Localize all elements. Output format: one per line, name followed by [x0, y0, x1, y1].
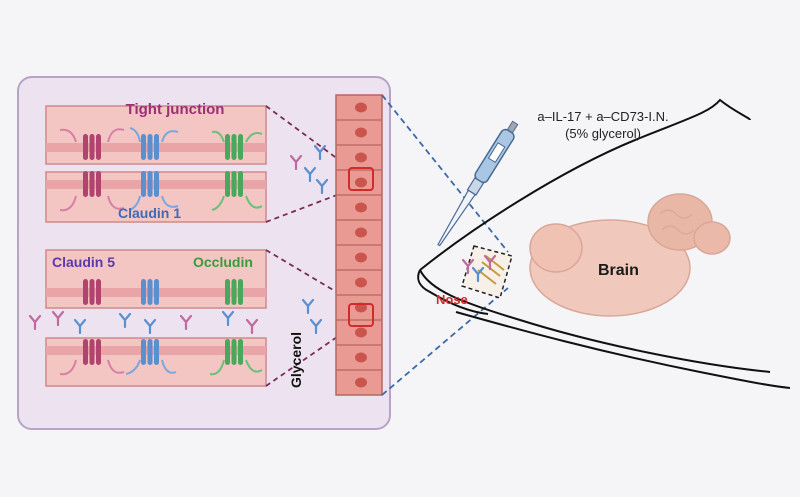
- cell-nucleus: [355, 127, 367, 138]
- highlight-box-bottom: [348, 303, 374, 327]
- cell-nucleus: [355, 152, 367, 163]
- cell-nucleus: [355, 227, 367, 238]
- claudin1-protein-top: [129, 127, 179, 211]
- claudin5-protein-top: [59, 128, 125, 212]
- pipette-icon: [437, 120, 519, 247]
- occludin-protein-bottom: [209, 279, 263, 376]
- claudin5-protein-bottom: [59, 279, 125, 376]
- claudin1-protein-bottom: [125, 279, 177, 375]
- cell-nucleus: [355, 377, 367, 388]
- label-drug-line1: a–IL-17 + a–CD73-I.N.: [537, 109, 669, 124]
- epithelial-cell-column-icon: [335, 94, 383, 396]
- label-tight-junction: Tight junction: [125, 101, 225, 118]
- cell-nucleus: [355, 277, 367, 288]
- cell-nucleus: [355, 102, 367, 113]
- label-glycerol: Glycerol: [288, 331, 305, 389]
- brain-icon: [529, 193, 731, 317]
- tight-junction-panel: [17, 76, 391, 430]
- label-nose: Nose: [436, 292, 468, 307]
- cell-nucleus: [355, 252, 367, 263]
- cell-nucleus: [355, 177, 367, 188]
- label-claudin-5: Claudin 5: [52, 254, 116, 270]
- cell-nucleus: [355, 202, 367, 213]
- cell-nucleus: [355, 352, 367, 363]
- label-brain: Brain: [598, 262, 639, 279]
- dashed-connector-blue: [381, 94, 509, 396]
- occludin-protein-top: [211, 130, 263, 211]
- mouse-head-outline-icon: [417, 98, 791, 389]
- cell-nucleus: [355, 327, 367, 338]
- label-claudin-1: Claudin 1: [118, 205, 182, 221]
- nasal-cavity: [461, 245, 513, 299]
- label-drug-line2: (5% glycerol): [565, 126, 641, 141]
- label-occludin: Occludin: [193, 254, 253, 270]
- label-drug: a–IL-17 + a–CD73-I.N. (5% glycerol): [508, 108, 698, 142]
- highlight-box-top: [348, 167, 374, 191]
